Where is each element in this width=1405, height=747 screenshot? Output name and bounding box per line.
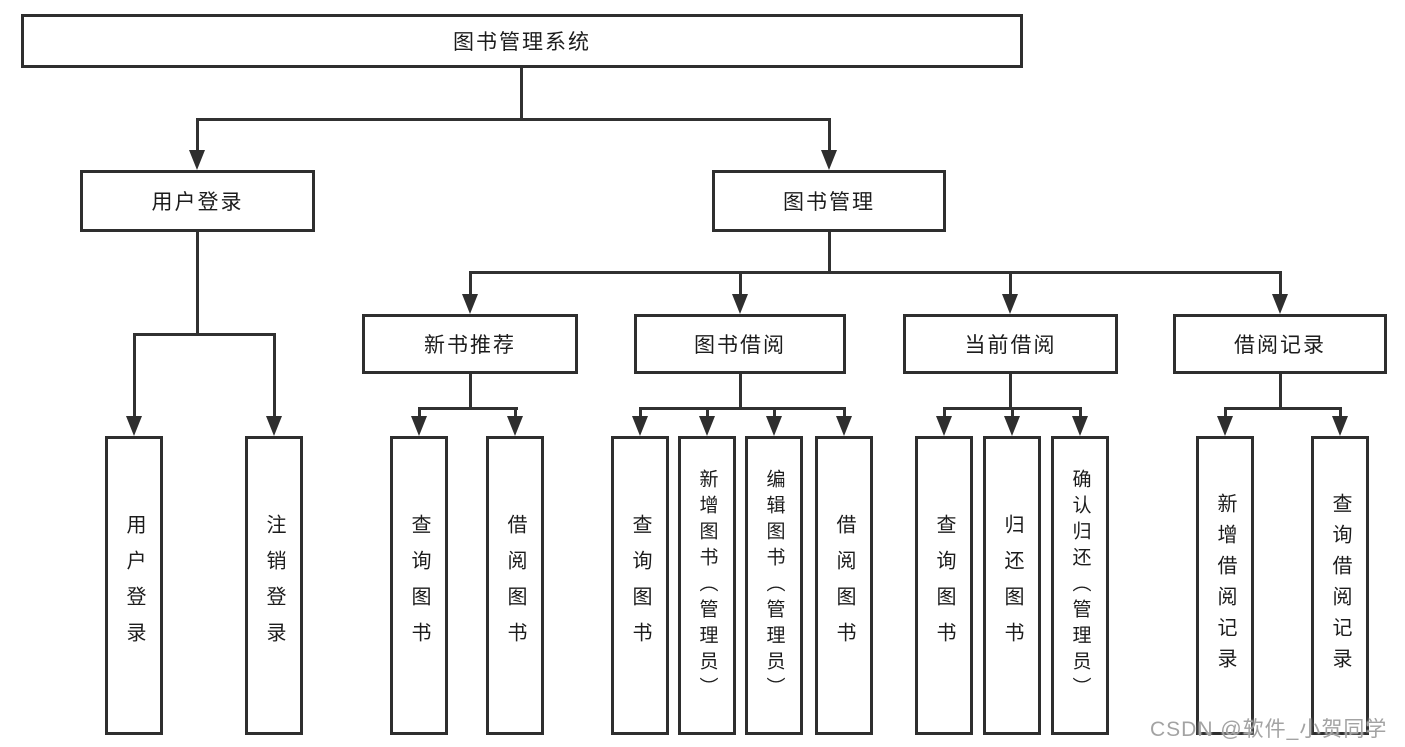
- connector-line: [196, 118, 199, 150]
- connector-line: [273, 333, 276, 416]
- arrow-down-icon: [732, 294, 748, 314]
- node-label: 借阅记录: [1234, 334, 1326, 357]
- arrow-down-icon: [126, 416, 142, 436]
- connector-line: [469, 271, 1282, 274]
- connector-line: [739, 271, 742, 295]
- connector-line: [1224, 407, 1342, 410]
- node-label: 查询图书: [933, 513, 955, 658]
- node-label: 借阅图书: [833, 513, 855, 658]
- leaf-add-books-admin: 新增图书（管理员）: [678, 436, 736, 735]
- connector-line: [1009, 271, 1012, 295]
- connector-line: [773, 407, 776, 417]
- connector-line: [828, 118, 831, 150]
- connector-line: [639, 407, 642, 417]
- connector-line: [1224, 407, 1227, 417]
- node-label: 编辑图书（管理员）: [763, 468, 785, 703]
- connector-line: [469, 271, 472, 295]
- connector-line: [196, 232, 199, 336]
- connector-line: [133, 333, 276, 336]
- connector-line: [469, 374, 472, 410]
- connector-line: [1009, 374, 1012, 410]
- leaf-edit-books-admin: 编辑图书（管理员）: [745, 436, 803, 735]
- leaf-add-borrow-record: 新增借阅记录: [1196, 436, 1254, 735]
- leaf-confirm-return-admin: 确认归还（管理员）: [1051, 436, 1109, 735]
- arrow-down-icon: [699, 416, 715, 436]
- node-user-login: 用户登录: [80, 170, 315, 232]
- arrow-down-icon: [766, 416, 782, 436]
- arrow-down-icon: [1272, 294, 1288, 314]
- node-label: 图书借阅: [694, 334, 786, 357]
- leaf-return-books: 归还图书: [983, 436, 1041, 735]
- arrow-down-icon: [632, 416, 648, 436]
- connector-line: [1011, 407, 1014, 417]
- leaf-borrow-books: 借阅图书: [815, 436, 873, 735]
- leaf-recommend-borrow-books: 借阅图书: [486, 436, 544, 735]
- arrow-down-icon: [1002, 294, 1018, 314]
- connector-line: [843, 407, 846, 417]
- node-label: 新增借阅记录: [1214, 492, 1236, 679]
- leaf-user-login: 用户登录: [105, 436, 163, 735]
- connector-line: [514, 407, 517, 417]
- arrow-down-icon: [1004, 416, 1020, 436]
- node-label: 新增图书（管理员）: [696, 468, 718, 703]
- node-label: 图书管理: [783, 191, 875, 214]
- arrow-down-icon: [189, 150, 205, 170]
- connector-line: [943, 407, 946, 417]
- connector-line: [418, 407, 518, 410]
- leaf-recommend-query-books: 查询图书: [390, 436, 448, 735]
- arrow-down-icon: [1332, 416, 1348, 436]
- node-label: 用户登录: [151, 191, 244, 214]
- leaf-current-query-books: 查询图书: [915, 436, 973, 735]
- node-book-management: 图书管理: [712, 170, 946, 232]
- node-label: 查询图书: [629, 513, 651, 658]
- arrow-down-icon: [411, 416, 427, 436]
- connector-line: [706, 407, 709, 417]
- node-label: 归还图书: [1001, 513, 1023, 658]
- node-label: 当前借阅: [964, 334, 1057, 357]
- node-new-book-recommend: 新书推荐: [362, 314, 578, 374]
- node-label: 查询借阅记录: [1329, 492, 1351, 679]
- node-label: 确认归还（管理员）: [1069, 468, 1091, 703]
- arrow-down-icon: [462, 294, 478, 314]
- leaf-query-borrow-record: 查询借阅记录: [1311, 436, 1369, 735]
- csdn-watermark: CSDN @软件_小贺同学: [1150, 718, 1388, 741]
- arrow-down-icon: [821, 150, 837, 170]
- node-label: 新书推荐: [424, 334, 516, 357]
- connector-line: [828, 232, 831, 274]
- connector-line: [1339, 407, 1342, 417]
- node-borrowing-records: 借阅记录: [1173, 314, 1387, 374]
- arrow-down-icon: [836, 416, 852, 436]
- connector-line: [639, 407, 846, 410]
- node-label: 用户登录: [123, 513, 145, 658]
- arrow-down-icon: [266, 416, 282, 436]
- connector-line: [196, 118, 831, 121]
- leaf-logout: 注销登录: [245, 436, 303, 735]
- arrow-down-icon: [936, 416, 952, 436]
- node-label: 图书管理系统: [453, 31, 591, 54]
- node-book-borrowing: 图书借阅: [634, 314, 846, 374]
- arrow-down-icon: [1217, 416, 1233, 436]
- leaf-borrowing-query-books: 查询图书: [611, 436, 669, 735]
- arrow-down-icon: [507, 416, 523, 436]
- connector-line: [418, 407, 421, 417]
- connector-line: [133, 333, 136, 416]
- node-current-borrowing: 当前借阅: [903, 314, 1118, 374]
- node-label: 借阅图书: [504, 513, 526, 658]
- node-label: 查询图书: [408, 513, 430, 658]
- arrow-down-icon: [1072, 416, 1088, 436]
- connector-line: [739, 374, 742, 410]
- connector-line: [1079, 407, 1082, 417]
- connector-line: [520, 68, 523, 121]
- node-root-system: 图书管理系统: [21, 14, 1023, 68]
- connector-line: [1279, 374, 1282, 410]
- node-label: 注销登录: [263, 513, 285, 658]
- connector-line: [1279, 271, 1282, 295]
